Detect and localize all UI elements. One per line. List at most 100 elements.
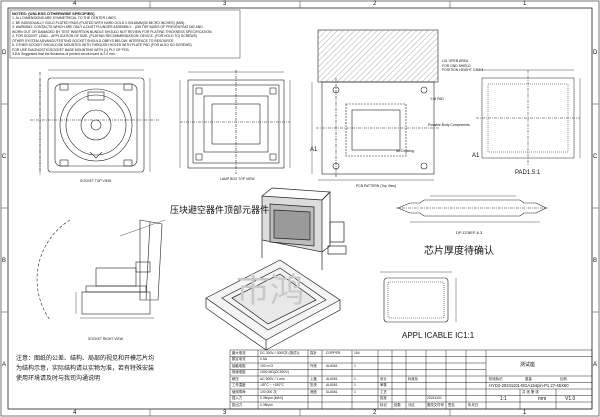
approval-label: 批准 [380, 396, 387, 400]
socket-top-view-drawing [30, 69, 160, 175]
socket-top-view-label: SOCKET TOP VIEW [80, 179, 112, 183]
drawing-date: 20241101 [427, 396, 442, 400]
general-note-line: 为结构示意，实际结构请以实物为准，若有特殊安装 [16, 365, 155, 372]
notes-line: FOR USE DIAGNOSTIC/SOCKET BASE MOUNTING … [12, 47, 130, 52]
spec-label: 插入力 [232, 396, 243, 400]
part-name: 外壳 [310, 363, 317, 368]
spec-label: 耐压 [232, 376, 239, 381]
title-block-grid [229, 349, 593, 410]
spec-label: 额定电流 [232, 357, 246, 361]
part-qty: 154 [354, 350, 360, 355]
part-material: COPPER [326, 350, 341, 355]
version-value: V1.0 [565, 396, 576, 402]
approval-label: 审核 [380, 383, 387, 387]
part-name: 底座 [310, 389, 317, 394]
lamp-box-top-view-label: LAMP BOX TOP VIEW [220, 177, 255, 181]
socket-right-view-drawing [36, 219, 166, 321]
zone-right-d: D [593, 50, 598, 56]
scale-value: 1:1 [500, 396, 507, 402]
pcb-callout: Y=8 PAD [430, 97, 444, 101]
pogo-pin-drawing [396, 195, 548, 223]
chip-thickness-note: 芯片厚度待确认 [424, 246, 494, 257]
approval-label: 设计 [380, 376, 387, 381]
notes-line: 2. BE INDIVIDUALLY GOLD PLATED PADS (PLA… [12, 20, 186, 25]
zone-top-3: 3 [223, 1, 227, 7]
pad-label: PAD1.5:1 [515, 170, 541, 176]
zone-left-c: C [2, 154, 7, 160]
socket-right-view-label: SOCKET RIGHT VIEW [88, 337, 123, 341]
spec-label: 绝缘电阻 [232, 370, 246, 374]
notes-line: 5. OTHER SOCKET SHOULD BE MOUNTED WITH T… [12, 43, 192, 47]
header-cell: 分区 [408, 402, 415, 407]
a1-marker-right: A1 [472, 153, 480, 159]
spec-value: -45°C ~ +150°C [260, 383, 285, 387]
watermark: 市鸿 [236, 271, 304, 311]
applicable-ic-label: APPL ICABLE IC1:1 [402, 331, 475, 340]
header-cell: 标记 [380, 402, 387, 407]
sheet-label: 共 张 第 张 [522, 389, 539, 394]
notes-line: 4. FOR SOCKET LEAD... APPLICATION OF SIZ… [12, 34, 198, 38]
part-material: AL6061 [326, 383, 338, 387]
part-number: HYD2-20241101-BGA154pin-P1.27-45X60 [489, 383, 569, 388]
spec-label: 接触电阻 [232, 363, 246, 368]
pcb-pattern-label: PCB PATTERN (Top View) [356, 184, 397, 188]
pcb-callout: POSITION HEIGHT 3.5MM [442, 68, 484, 72]
spec-value: 0.5A [260, 357, 267, 361]
part-qty: 1 [354, 389, 356, 394]
zone-bottom-1: 1 [523, 410, 527, 416]
part-material: AL6061 [326, 363, 338, 368]
a1-marker-left: A1 [310, 147, 318, 153]
part-qty: 1 [354, 363, 356, 368]
spec-value: 0.3N/pin (MAX) [260, 396, 284, 400]
notes-title: NOTES: (UNLESS OTHERWISE SPECIFIED) [12, 11, 95, 16]
zone-top-4: 4 [73, 1, 77, 7]
notes-line: WORN OUT OR DAMAGED BY TEST INSERTION BU… [12, 29, 213, 34]
zone-right-b: B [593, 258, 598, 264]
zone-bottom-3: 3 [223, 410, 227, 416]
notes-line: OTHER SYSTEM ADVANCE/TESTING SOCKET SHOU… [12, 38, 174, 43]
zone-right-a: A [593, 362, 598, 368]
pad-grid-drawing [476, 69, 581, 166]
header-cell: 年月日 [468, 402, 479, 407]
notes-box [9, 9, 241, 59]
stage-label: 阶段标记 [489, 376, 503, 381]
company-name: 测试座 [520, 362, 536, 368]
ic-chip-drawing [380, 271, 457, 323]
weight-label: 重量 [525, 376, 532, 381]
header-cell: 签名 [448, 402, 455, 407]
spec-value: DC 300V / 3000次 (测试1) [260, 350, 300, 355]
spec-value: 1000 MΩ(DC500V) [260, 370, 289, 374]
general-note-line: 注意：图纸的公差、结构、局部的视见和开模芯片均 [16, 355, 155, 362]
zone-left-b: B [2, 258, 7, 264]
pcb-pattern-drawing [311, 29, 440, 181]
general-note-line: 使用环境请及时与我司沟通说明 [16, 375, 101, 382]
isometric-socket-drawing [205, 187, 347, 351]
header-cell: 处数 [394, 402, 401, 407]
spec-label: 使用寿命 [232, 389, 246, 394]
spec-value: 100,000 次 [260, 389, 277, 394]
pcb-callout: L01 OPEN AREA [442, 59, 469, 63]
zone-bottom-4: 4 [73, 410, 77, 416]
zone-bottom-2: 2 [373, 410, 377, 416]
scale-label: 比例 [560, 376, 567, 381]
spec-value: 100 m Ω [260, 363, 273, 368]
part-name: 上盖 [310, 376, 317, 381]
unit-value: mm [538, 396, 547, 402]
part-material: AL6061 [326, 376, 338, 381]
pcb-callout: Possible Body Components [428, 123, 470, 127]
notes-line: 3.8 is Suggested that the thickness of p… [12, 52, 116, 56]
pcb-callout: FOR GND SHIELD [442, 63, 471, 68]
zone-left-d: D [2, 50, 7, 56]
lamp-box-top-view-drawing [179, 70, 291, 174]
approval-label: 工艺 [380, 389, 387, 394]
spec-value: 0.3N/pin [260, 402, 273, 407]
part-qty: 1 [354, 383, 356, 387]
notes-line: 1. ALL DIMENSIONS ARE SYMMETRICAL TO THE… [12, 16, 117, 20]
notes-line: 3. WARNING: CONTACTS WHICH ARE ONLY A DU… [12, 25, 203, 29]
spec-value: AC 500V / 1 min [260, 376, 285, 381]
part-qty: 1 [354, 376, 356, 381]
press-block-note: 压块避空器件顶部元器件 [170, 206, 270, 216]
zone-top-2: 2 [373, 1, 377, 7]
